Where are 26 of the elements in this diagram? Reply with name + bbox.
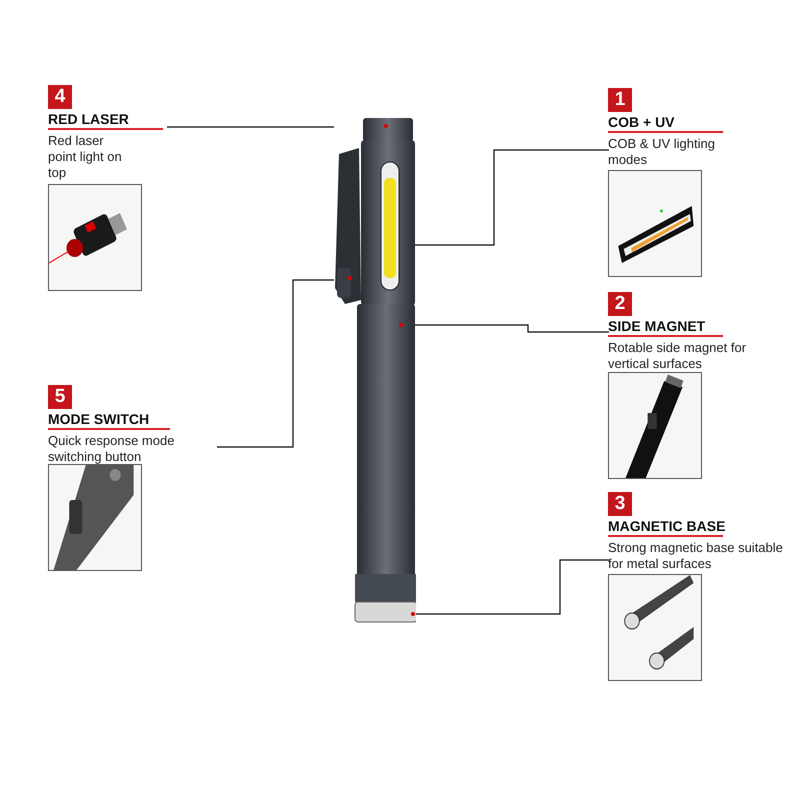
leader-line	[415, 324, 609, 333]
feature-description: Rotable side magnet for vertical surfaces	[608, 340, 748, 372]
feature-heading: MODE SWITCH	[48, 410, 170, 430]
feature-heading: SIDE MAGNET	[608, 317, 723, 337]
feature-heading: RED LASER	[48, 110, 163, 130]
magnetic-base-photo	[608, 574, 702, 681]
feature-description: Red laser point light on top	[48, 133, 123, 181]
feature-heading: MAGNETIC BASE	[608, 517, 723, 537]
feature-description: Strong magnetic base suitable for metal surfaces	[608, 540, 784, 572]
leader-line	[167, 126, 334, 128]
callout-number: 3	[608, 492, 632, 516]
feature-description: Quick response mode switching button	[48, 433, 176, 465]
feature-description: COB & UV lighting modes	[608, 136, 716, 168]
laser-head-photo	[48, 184, 142, 291]
leader-line	[415, 559, 609, 615]
callout-number: 2	[608, 292, 632, 316]
leader-line	[217, 279, 334, 448]
light-strip-photo	[608, 170, 702, 277]
feature-heading: COB + UV	[608, 113, 723, 133]
callout-number: 1	[608, 88, 632, 112]
switch-photo	[48, 464, 142, 571]
side-magnet-photo	[608, 372, 702, 479]
callout-number: 4	[48, 85, 72, 109]
callout-number: 5	[48, 385, 72, 409]
leader-line	[415, 149, 609, 246]
flashlight-drawing	[333, 118, 416, 625]
